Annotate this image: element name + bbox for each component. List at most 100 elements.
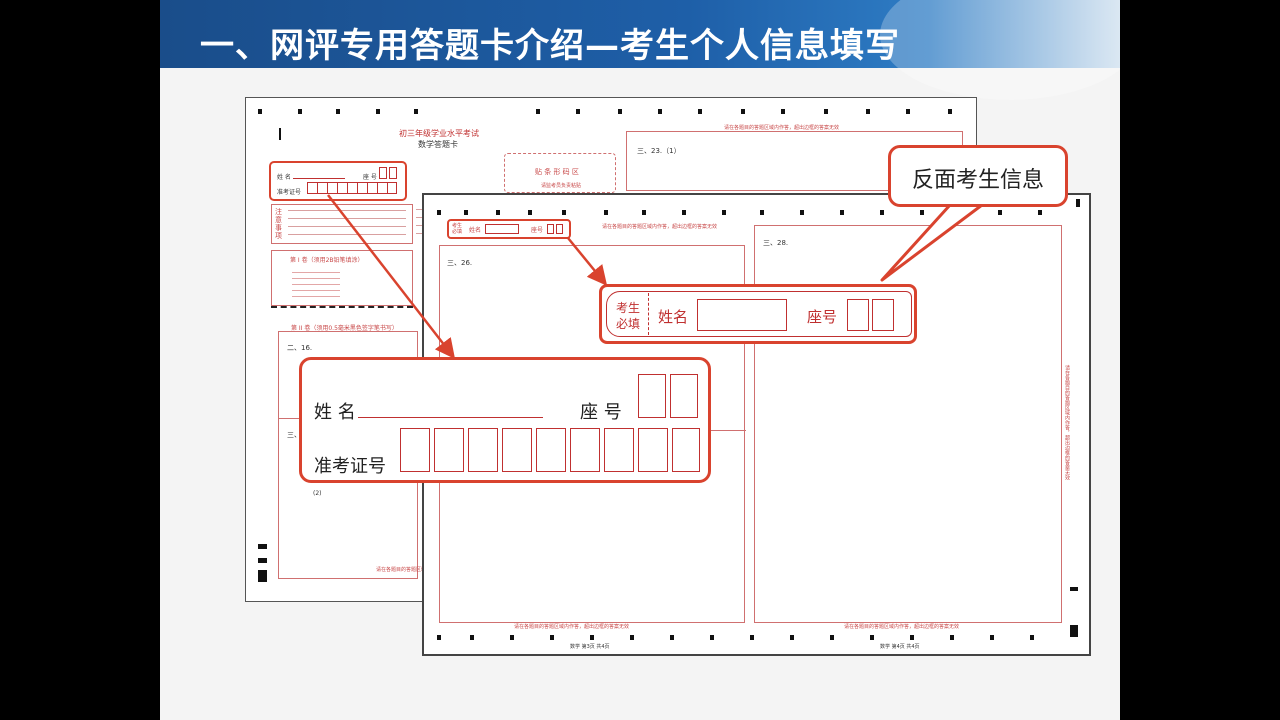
timing-mark: [998, 210, 1002, 215]
timing-mark: [910, 635, 914, 640]
timing-mark: [722, 210, 726, 215]
notice-box: 注意事项: [271, 204, 413, 244]
timing-mark: [437, 635, 441, 640]
id-box: [502, 428, 532, 472]
timing-mark: [698, 109, 702, 114]
barcode-label: 贴 条 形 码 区: [535, 168, 579, 176]
name-underline: [293, 178, 345, 179]
boundary-note-right: 请在各题目的答题区域内作答，超出边框的答案无效: [724, 125, 840, 131]
timing-mark: [870, 635, 874, 640]
timing-mark: [510, 635, 514, 640]
timing-mark: [336, 109, 340, 114]
slide-title: 一、网评专用答题卡介绍—考生个人信息填写: [200, 26, 900, 66]
timing-mark: [658, 109, 662, 114]
timing-mark: [1038, 210, 1042, 215]
timing-mark: [562, 210, 566, 215]
timing-mark: [642, 210, 646, 215]
timing-mark: [781, 109, 785, 114]
seat-label-small: 座号: [531, 227, 544, 234]
timing-mark: [750, 635, 754, 640]
timing-mark: [528, 210, 532, 215]
timing-mark: [414, 109, 418, 114]
callout-name-label: 姓 名: [314, 402, 356, 423]
timing-mark: [437, 210, 441, 215]
boundary-note-bottom-left: 请在各题目的答题区域内作答，超出边框的答案无效: [514, 624, 630, 630]
candidate-strip-highlight: 考生必填 姓名 座号: [447, 219, 571, 239]
reverse-info-bubble: 反面考生信息: [888, 145, 1068, 207]
part1-choice-area: 第 I 卷（须用2B铅笔填涂）: [271, 250, 413, 306]
timing-mark: [866, 109, 870, 114]
header-decoration: [880, 0, 1120, 100]
seat-box: [389, 167, 397, 179]
callout-candidate-line2: 必填: [616, 317, 641, 331]
timing-mark: [906, 109, 910, 114]
id-box: [536, 428, 566, 472]
timing-mark: [950, 635, 954, 640]
front-info-callout: 考生 必填 姓名 座号: [599, 284, 917, 344]
id-box: [672, 428, 700, 472]
timing-mark: [258, 109, 262, 114]
q28-label: 三、28.: [763, 239, 789, 247]
dashed-divider: [271, 306, 413, 308]
timing-mark: [741, 109, 745, 114]
footer-page-right: 数学 第4页 共4页: [880, 644, 920, 650]
timing-mark: [710, 635, 714, 640]
timing-mark: [824, 109, 828, 114]
candidate-label-small: 考生必填: [452, 223, 463, 235]
timing-mark: [470, 635, 474, 640]
seat-box-1: [638, 374, 666, 418]
timing-mark: [830, 635, 834, 640]
seat-box-2: [670, 374, 698, 418]
slide: 一、网评专用答题卡介绍—考生个人信息填写 初三年级学业水平考试 数学答题卡 姓 …: [160, 0, 1120, 720]
timing-mark: [960, 210, 964, 215]
timing-mark: [496, 210, 500, 215]
id-box: [604, 428, 634, 472]
seat-label-small: 座 号: [363, 174, 377, 181]
timing-mark: [840, 210, 844, 215]
boundary-note-vertical: 请在各题目的答题区域内作答，超出边框的答案无效: [1064, 365, 1070, 480]
callout-candidate-line1: 考生: [616, 301, 641, 315]
seat-box: [379, 167, 387, 179]
timing-mark: [1070, 587, 1078, 591]
timing-mark: [258, 544, 267, 549]
callout-id-label: 准考证号: [314, 456, 386, 477]
title-bar: 一、网评专用答题卡介绍—考生个人信息填写: [160, 0, 1120, 100]
id-box: [400, 428, 430, 472]
timing-mark: [948, 109, 952, 114]
timing-mark: [536, 109, 540, 114]
timing-mark: [1070, 625, 1078, 637]
callout-name-line: [358, 417, 543, 418]
info-box-highlight: 姓 名 座 号 准考证号: [269, 161, 407, 201]
timing-mark: [990, 635, 994, 640]
callout-seat-label: 座 号: [580, 402, 622, 423]
name-label-small: 姓名: [469, 227, 482, 234]
footer-page-left: 数学 第3页 共4页: [570, 644, 610, 650]
front-name-box: [697, 299, 787, 331]
q26-label: 三、26.: [447, 259, 473, 267]
barcode-note: 请监考员负责粘贴: [541, 183, 582, 189]
timing-mark: [920, 210, 924, 215]
id-box: [468, 428, 498, 472]
timing-mark: [298, 109, 302, 114]
notice-label: 注意事项: [275, 208, 282, 240]
barcode-area: 贴 条 形 码 区 请监考员负责粘贴: [504, 153, 616, 193]
timing-mark: [376, 109, 380, 114]
timing-mark: [760, 210, 764, 215]
timing-mark: [1030, 635, 1034, 640]
timing-mark: [464, 210, 468, 215]
boundary-note-bottom-right: 请在各题目的答题区域内作答，超出边框的答案无效: [844, 624, 960, 630]
callout-front-name-label: 姓名: [658, 308, 689, 326]
timing-mark: [800, 210, 804, 215]
q16-label: 二、16.: [287, 344, 313, 352]
front-seat-box-1: [847, 299, 869, 331]
exam-title: 初三年级学业水平考试: [399, 129, 479, 138]
timing-mark: [258, 558, 267, 563]
bubble-text: 反面考生信息: [911, 168, 1044, 193]
q23-label: 三、23.（1）: [637, 147, 681, 155]
timing-mark: [258, 570, 267, 582]
callout-front-seat-label: 座号: [807, 308, 838, 326]
id-digit-boxes: [307, 182, 397, 194]
timing-mark: [604, 210, 608, 215]
front-seat-box-2: [872, 299, 894, 331]
timing-mark: [630, 635, 634, 640]
